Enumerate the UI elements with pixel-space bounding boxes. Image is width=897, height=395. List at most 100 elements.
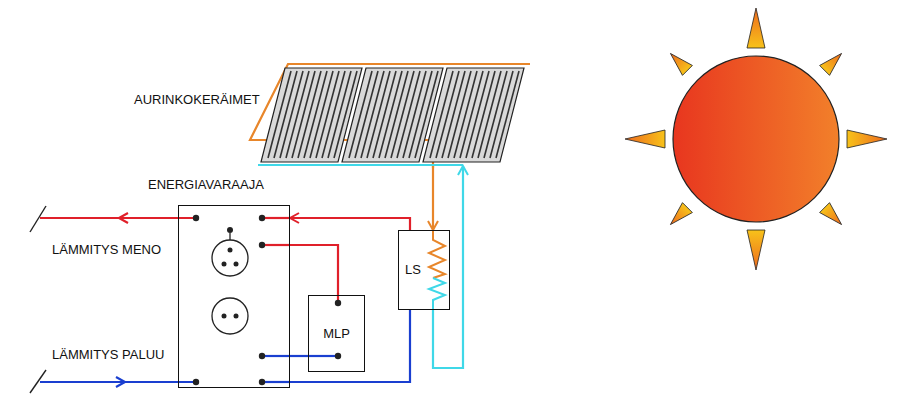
heating-return-label-box: LÄMMITYS PALUU — [52, 347, 164, 363]
solar-collector-panels-part-part — [415, 71, 438, 158]
tank-internals-part — [193, 215, 199, 221]
solar-collector-panels-part-part — [478, 71, 501, 158]
solar-collector-panels-part-part — [385, 71, 408, 158]
tank-internals-part — [222, 314, 227, 319]
sun-symbol-part — [665, 203, 692, 230]
tank-internals-part — [262, 217, 290, 219]
solar-collector-panels-part-part — [274, 71, 297, 158]
solar-collector-panels-part-part — [373, 71, 396, 158]
heat-exchanger-coil — [429, 230, 445, 310]
sun-symbol-part — [747, 230, 765, 270]
solar-collector-panels-part-part — [430, 71, 453, 158]
collector-piping-part — [250, 64, 530, 168]
solar-collector-panels-part-part — [436, 71, 459, 158]
node-label: LS — [405, 262, 421, 278]
solar-collector-panels-part-part — [496, 71, 519, 158]
solar-collector-panels-part-part — [460, 71, 483, 158]
tank-internals-part — [262, 355, 290, 357]
tank-internals-part — [234, 262, 239, 267]
sun-symbol-part — [847, 130, 887, 148]
heating-lines — [30, 206, 196, 393]
collector-piping — [250, 64, 530, 168]
heating-lines-part — [30, 370, 46, 393]
sun-symbol-part — [820, 203, 847, 230]
solar-collector-panels-part-part — [367, 71, 390, 158]
mlp-ports-part — [335, 353, 341, 359]
collector-piping-part — [258, 164, 463, 166]
solar-collector-panels-part-part — [280, 71, 303, 158]
sun-symbol-part — [625, 130, 665, 148]
solar-collector-panels-part-part — [409, 71, 432, 158]
solar-collector-panels-part-part — [379, 71, 402, 158]
tank-internals-part — [193, 379, 199, 385]
solar-collector-panels-part-part — [484, 71, 507, 158]
solar-collector-panels-part-part — [442, 71, 465, 158]
heat-exchanger-coil-part — [429, 230, 445, 278]
solar-collector-panels-part-part — [349, 71, 372, 158]
tank-internals-part — [259, 353, 265, 359]
tank-internals-part — [229, 233, 230, 240]
boiler-return-pipe — [290, 355, 308, 357]
energy-storage-tank: ENERGIAVARAAJA — [178, 205, 290, 388]
heat-exchanger-coil-part — [429, 278, 445, 310]
tank-internals-part — [234, 314, 239, 319]
heating-lines-part — [119, 213, 128, 223]
tank-internals-part — [262, 244, 290, 246]
heating-supply-label: LÄMMITYS MENO — [52, 242, 161, 258]
sun-symbol-part — [820, 48, 847, 75]
solar-collector-panels-part — [268, 71, 519, 158]
supply-pipe — [290, 218, 410, 230]
solar-collector-panels-part-part — [292, 71, 315, 158]
solar-collector-panels-part-part — [298, 71, 321, 158]
solar-return-pipe — [433, 166, 463, 368]
solar-collector-panels-part-part — [472, 71, 495, 158]
tank-internals-part — [259, 242, 265, 248]
solar-collector-panels-part-part — [448, 71, 471, 158]
solar-collector-array: AURINKOKERÄIMET — [120, 56, 535, 166]
tank-internals-part — [212, 240, 248, 276]
tank-internals — [193, 215, 290, 385]
solar-collector-panels-part-part — [361, 71, 384, 158]
sun-symbol-part — [665, 48, 692, 75]
solar-collector-panels-part-part — [490, 71, 513, 158]
solar-collector-panels — [261, 68, 524, 162]
solar-collector-panels-part-part — [466, 71, 489, 158]
heating-lines-part — [30, 206, 46, 232]
solar-collector-panels-part-part — [328, 71, 351, 158]
solar-collector-panels-part-part — [403, 71, 426, 158]
sun-symbol-part — [747, 8, 765, 48]
solar-collector-panels-part-part — [316, 71, 339, 158]
boiler-supply-pipe — [290, 245, 338, 295]
solar-collector-panels-part — [423, 68, 524, 162]
solar-flow-pipe — [432, 166, 434, 230]
heating-return-label: LÄMMITYS PALUU — [52, 347, 164, 363]
tank-internals-part — [262, 381, 290, 383]
solar-collector-panels-part-part — [397, 71, 420, 158]
solar-collector-panels-part-part — [391, 71, 414, 158]
tank-internals-part — [212, 298, 248, 334]
tank-internals-part — [259, 379, 265, 385]
heating-lines-part — [40, 381, 196, 383]
tank-internals-part — [259, 215, 265, 221]
node-label: AURINKOKERÄIMET — [134, 92, 549, 108]
mlp-ports-part — [308, 355, 338, 357]
node-label: ENERGIAVARAAJA — [148, 177, 258, 193]
solar-collector-panels-part-part — [334, 71, 357, 158]
tank-internals-part — [228, 248, 233, 253]
solar-collector-panels-part-part — [454, 71, 477, 158]
tank-internals-part — [227, 227, 233, 233]
solar-collector-panels-part-part — [304, 71, 327, 158]
solar-collector-panels-part-part — [322, 71, 345, 158]
tank-internals-part — [222, 262, 227, 267]
mlp-ports-part — [335, 300, 341, 306]
heating-lines-part — [116, 377, 125, 387]
mlp-box: MLP — [308, 295, 365, 372]
solar-collector-panels-part-part — [355, 71, 378, 158]
node-label: MLP — [323, 326, 350, 342]
ls-box: LS — [398, 230, 450, 310]
sun-symbol — [625, 8, 887, 270]
solar-collector-panels-part-part — [310, 71, 333, 158]
